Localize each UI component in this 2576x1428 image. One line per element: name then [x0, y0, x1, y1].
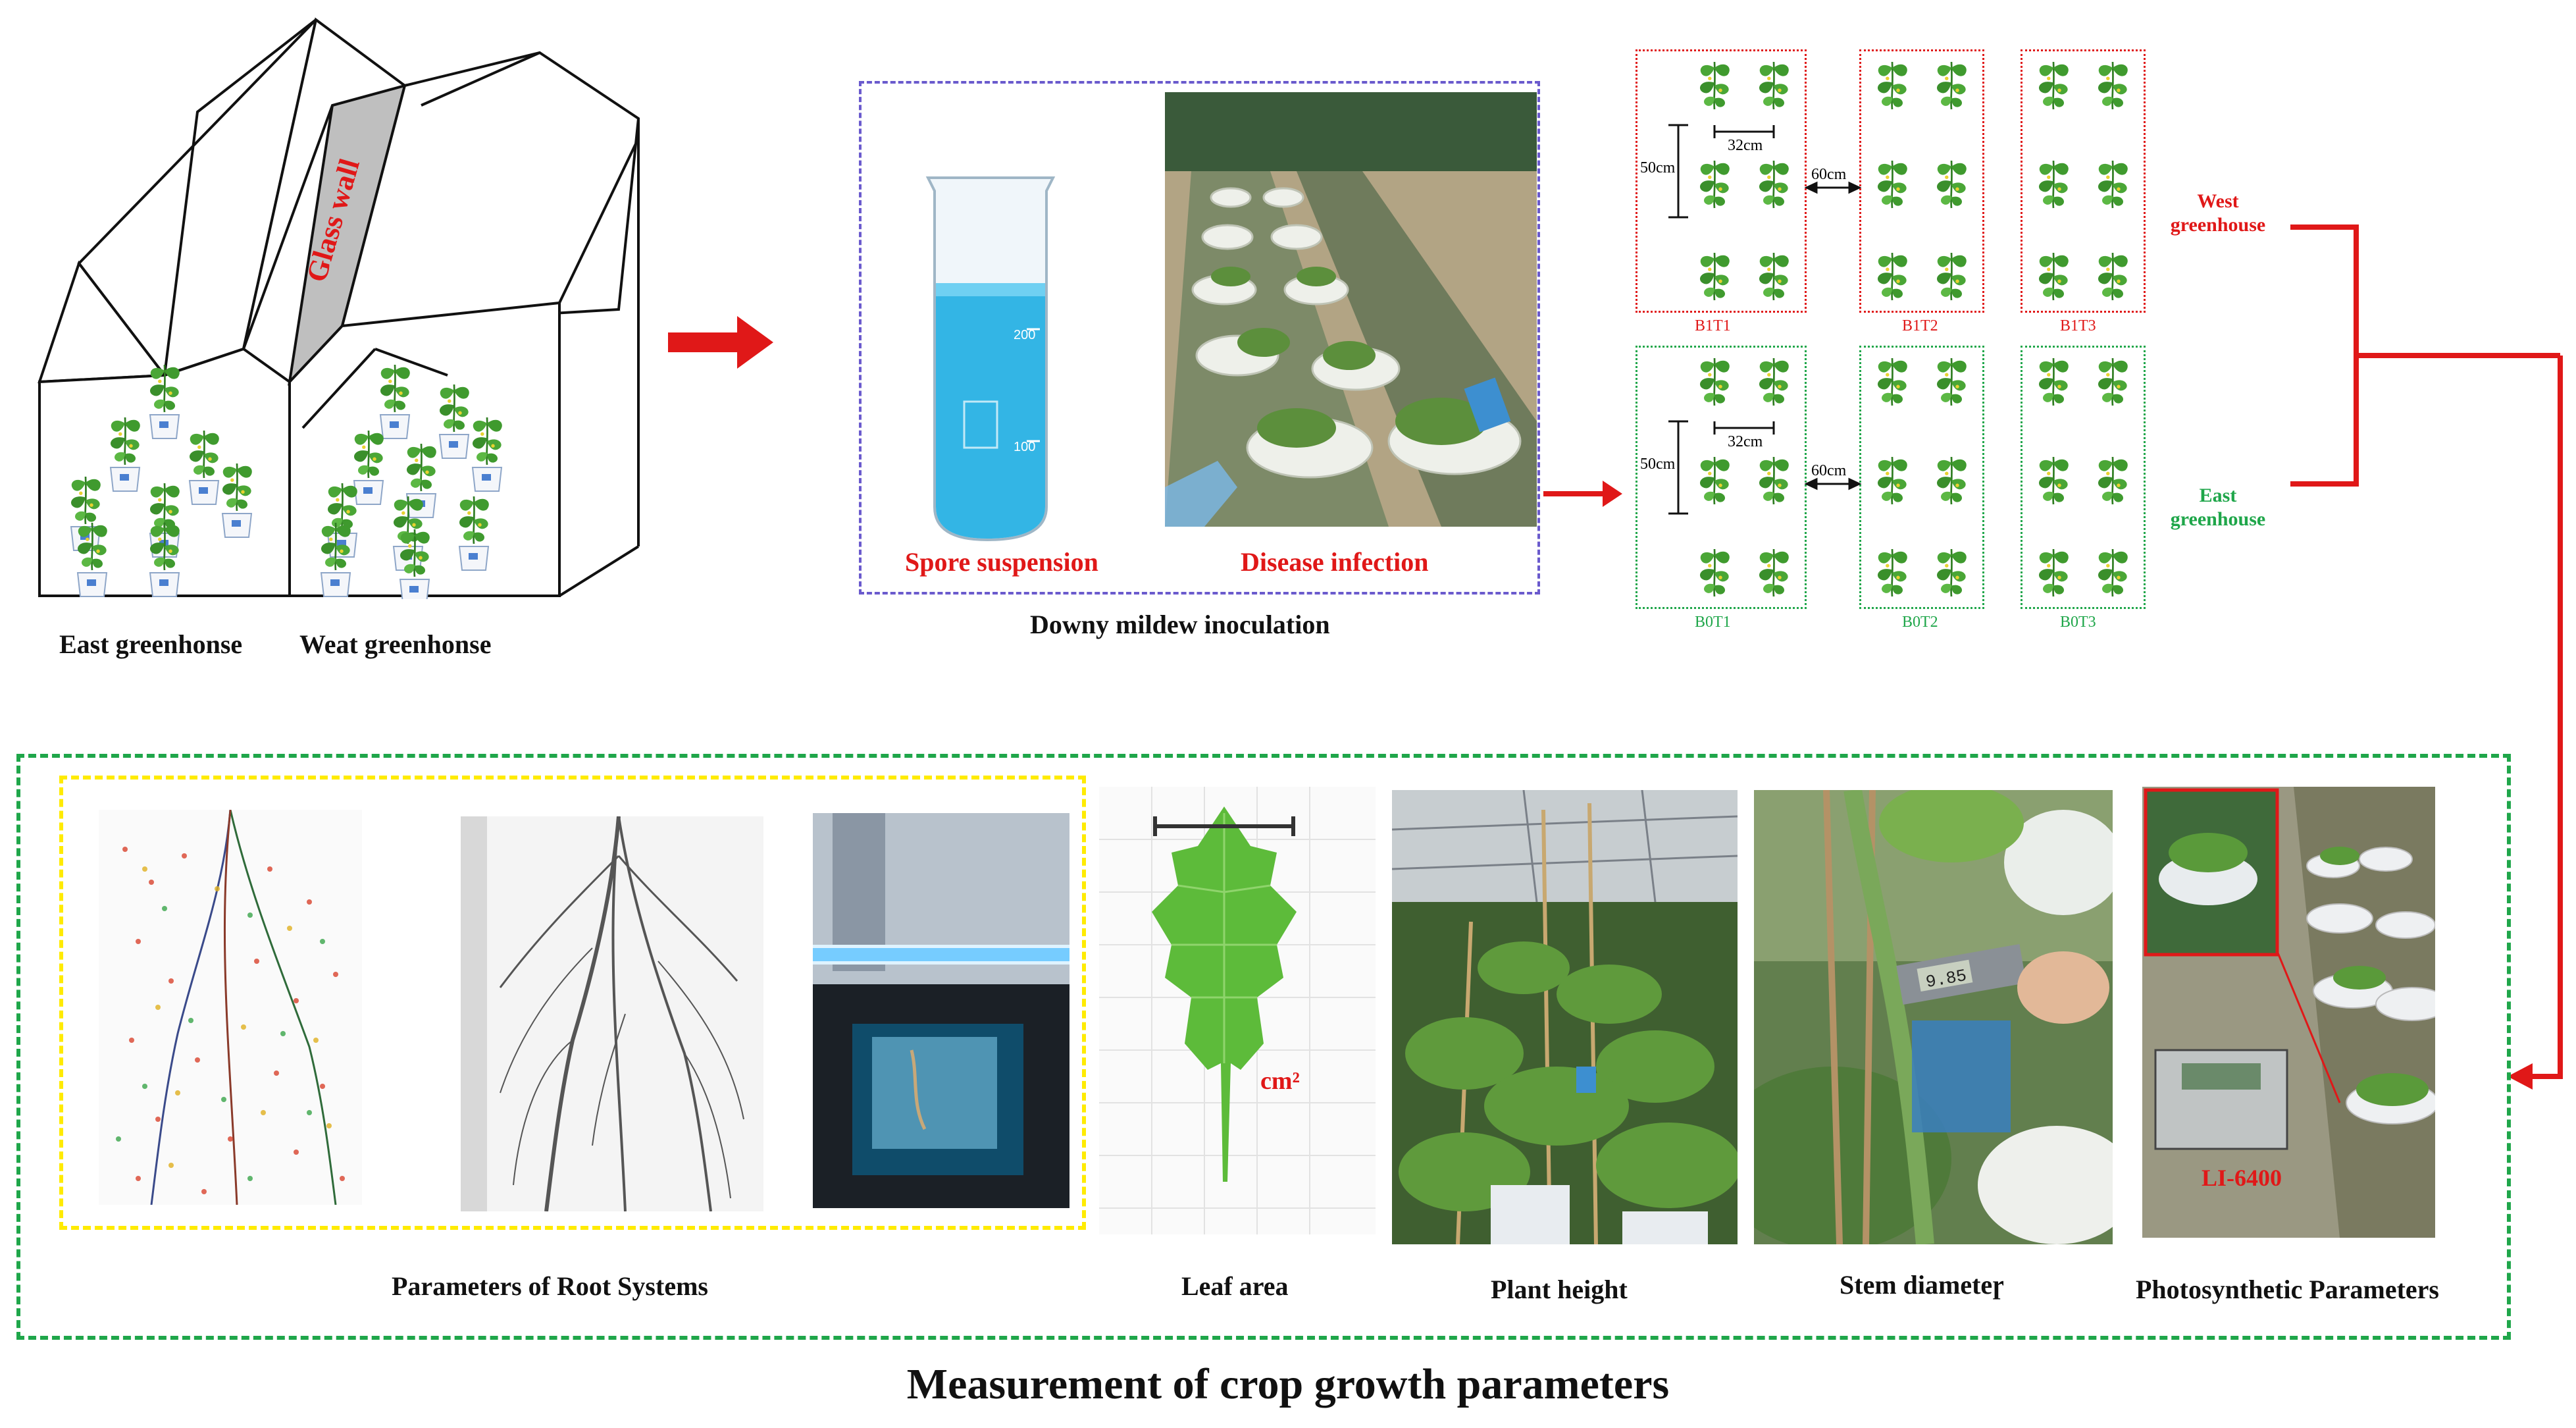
dim-50cm-east: 50cm — [1640, 456, 1676, 473]
plot-label-b1t2: B1T2 — [1902, 317, 1938, 334]
photosynthesis-photo — [2142, 787, 2435, 1238]
dim-60cm-east: 60cm — [1811, 462, 1847, 479]
plot-b1t1 — [1636, 49, 1807, 313]
dim-32cm-east: 32cm — [1728, 433, 1763, 450]
leaf-unit-label: cm² — [1260, 1067, 1300, 1095]
disease-infection-photo — [1165, 92, 1537, 527]
plot-plants — [1668, 61, 2129, 598]
plant-height-photo — [1392, 790, 1738, 1244]
plot-label-b0t3: B0T3 — [2060, 614, 2096, 631]
dim-32cm-west: 32cm — [1728, 137, 1763, 154]
plot-b1t3 — [2021, 49, 2146, 313]
west-greenhouse-plot-label: West greenhouse — [2170, 190, 2266, 236]
east-greenhouse-label: East greenhonse — [59, 629, 243, 659]
east-greenhouse-plot-label: East greenhouse — [2170, 485, 2266, 530]
inoculation-panel — [859, 81, 1540, 595]
stem-diameter-photo: 9.85 — [1754, 790, 2113, 1244]
plot-label-b0t2: B0T2 — [1902, 614, 1938, 631]
figure-title: Measurement of crop growth parameters — [906, 1360, 1670, 1408]
greenhouse-diagram — [26, 7, 658, 599]
disease-infection-label: Disease infection — [1241, 547, 1429, 577]
leaf-area-label: Leaf area — [1181, 1271, 1289, 1301]
measurement-panel — [16, 754, 2511, 1340]
plant-height-label: Plant height — [1491, 1275, 1628, 1304]
plot-label-b1t1: B1T1 — [1695, 317, 1731, 334]
red-arrow-right-icon — [668, 316, 773, 369]
dim-60cm-west: 60cm — [1811, 166, 1847, 183]
west-greenhouse-label: Weat greenhonse — [299, 629, 492, 659]
root-systems-label: Parameters of Root Systems — [392, 1271, 708, 1301]
root-scan-colored — [99, 810, 362, 1205]
spore-suspension-label: Spore suspension — [905, 547, 1098, 577]
root-scan-grayscale — [461, 816, 763, 1211]
plot-b1t2 — [1859, 49, 1984, 313]
inoculation-caption: Downy mildew inoculation — [1030, 610, 1330, 639]
red-connector-arrow — [2290, 225, 2563, 1090]
dim-50cm-west: 50cm — [1640, 159, 1676, 176]
root-scanner-photo — [813, 813, 1069, 1208]
beaker-photo: 200 100 — [902, 165, 1086, 546]
leaf-area-diagram — [1099, 787, 1376, 1234]
plot-b0t2 — [1859, 346, 1984, 609]
plot-layout: B1T1 B1T2 B1T3 B0T1 B0T2 B0T3 — [1626, 46, 2494, 639]
root-panel — [59, 776, 1086, 1230]
plot-label-b1t3: B1T3 — [2060, 317, 2096, 334]
plot-b0t3 — [2021, 346, 2146, 609]
stem-diameter-label: Stem diameteɼ — [1840, 1270, 2004, 1300]
li6400-label: LI-6400 — [2202, 1165, 2282, 1191]
beaker-tick-100: 100 — [1014, 440, 1035, 454]
beaker-tick-200: 200 — [1014, 328, 1035, 342]
plot-label-b0t1: B0T1 — [1695, 614, 1731, 631]
plot-b0t1 — [1636, 346, 1807, 609]
red-arrow-right-icon-2 — [1543, 481, 1622, 507]
photosynthetic-parameters-label: Photosynthetic Parameters — [2136, 1275, 2439, 1304]
